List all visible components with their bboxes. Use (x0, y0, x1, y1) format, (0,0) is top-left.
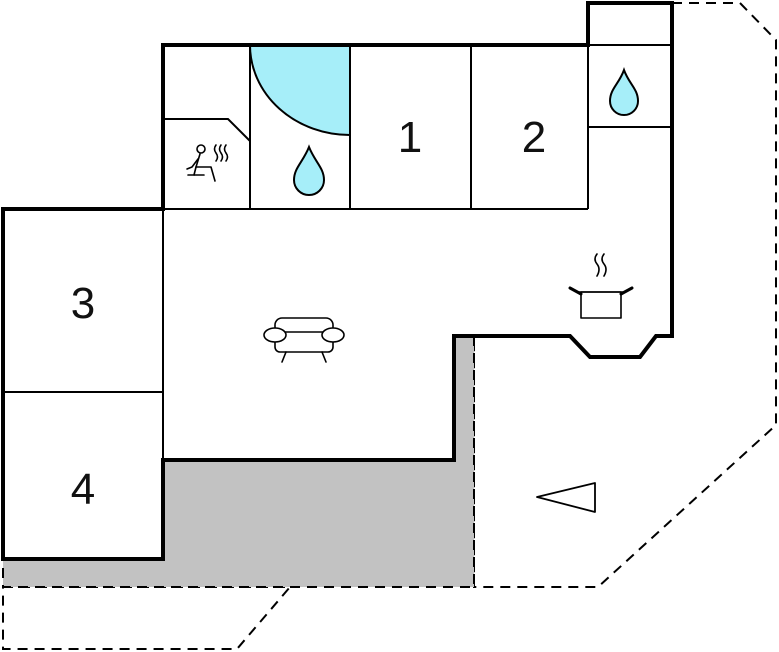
interior-walls (3, 44, 672, 460)
sauna-icon (186, 144, 229, 182)
open-terrace-right (473, 2, 777, 588)
pool (250, 45, 350, 135)
covered-terrace-outline (2, 336, 475, 588)
entrance-arrow-icon (536, 482, 596, 513)
room-label-2: 2 (522, 113, 546, 162)
water-drop-icon (292, 144, 326, 196)
room-label-4: 4 (71, 465, 95, 514)
cooking-pot-icon (568, 253, 634, 319)
sauna-wall (163, 118, 251, 142)
water-drop-icon (608, 67, 640, 116)
room-label-3: 3 (71, 279, 95, 328)
house-interior (3, 3, 672, 559)
exterior-wall (1, 1, 674, 561)
pool-edge (249, 44, 351, 136)
open-terrace-bottom (2, 586, 293, 650)
sofa-icon (263, 317, 345, 363)
room-label-1: 1 (398, 113, 422, 162)
